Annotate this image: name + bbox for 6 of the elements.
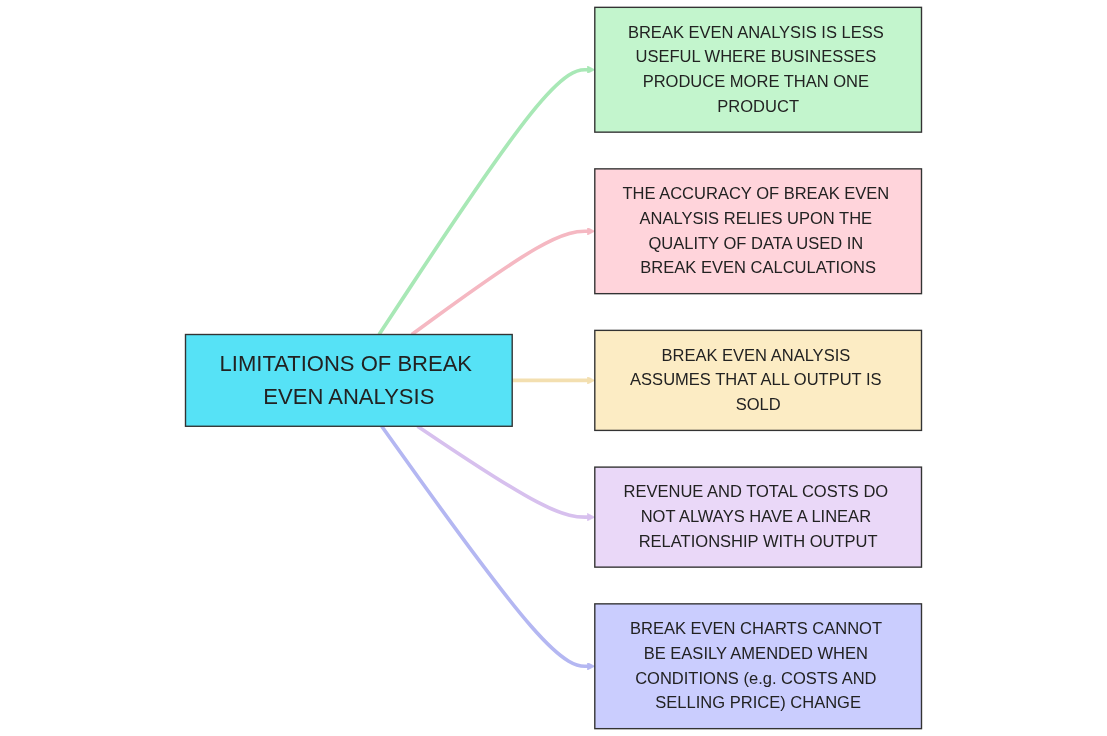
node-box: BREAK EVEN CHARTS CANNOT BE EASILY AMENDED WHEN CONDITIONS (e.g. COSTS AND SELLING PRICE) CHANGE	[594, 603, 923, 730]
node-box: REVENUE AND TOTAL COSTS DO NOT ALWAYS HAVE A LINEAR RELATIONSHIP WITH OUTPUT	[594, 466, 923, 568]
node-box: BREAK EVEN ANALYSIS IS LESS USEFUL WHERE BUSINESSES PRODUCE MORE THAN ONE PRODUCT	[594, 6, 923, 133]
node-box: BREAK EVEN ANALYSIS ASSUMES THAT ALL OUTPUT IS SOLD	[594, 329, 923, 432]
node-box: THE ACCURACY OF BREAK EVEN ANALYSIS RELIES UPON THE QUALITY OF DATA USED IN BREAK EVEN CALCULATIONS	[594, 168, 923, 295]
node-box: LIMITATIONS OF BREAK EVEN ANALYSIS	[184, 333, 513, 427]
